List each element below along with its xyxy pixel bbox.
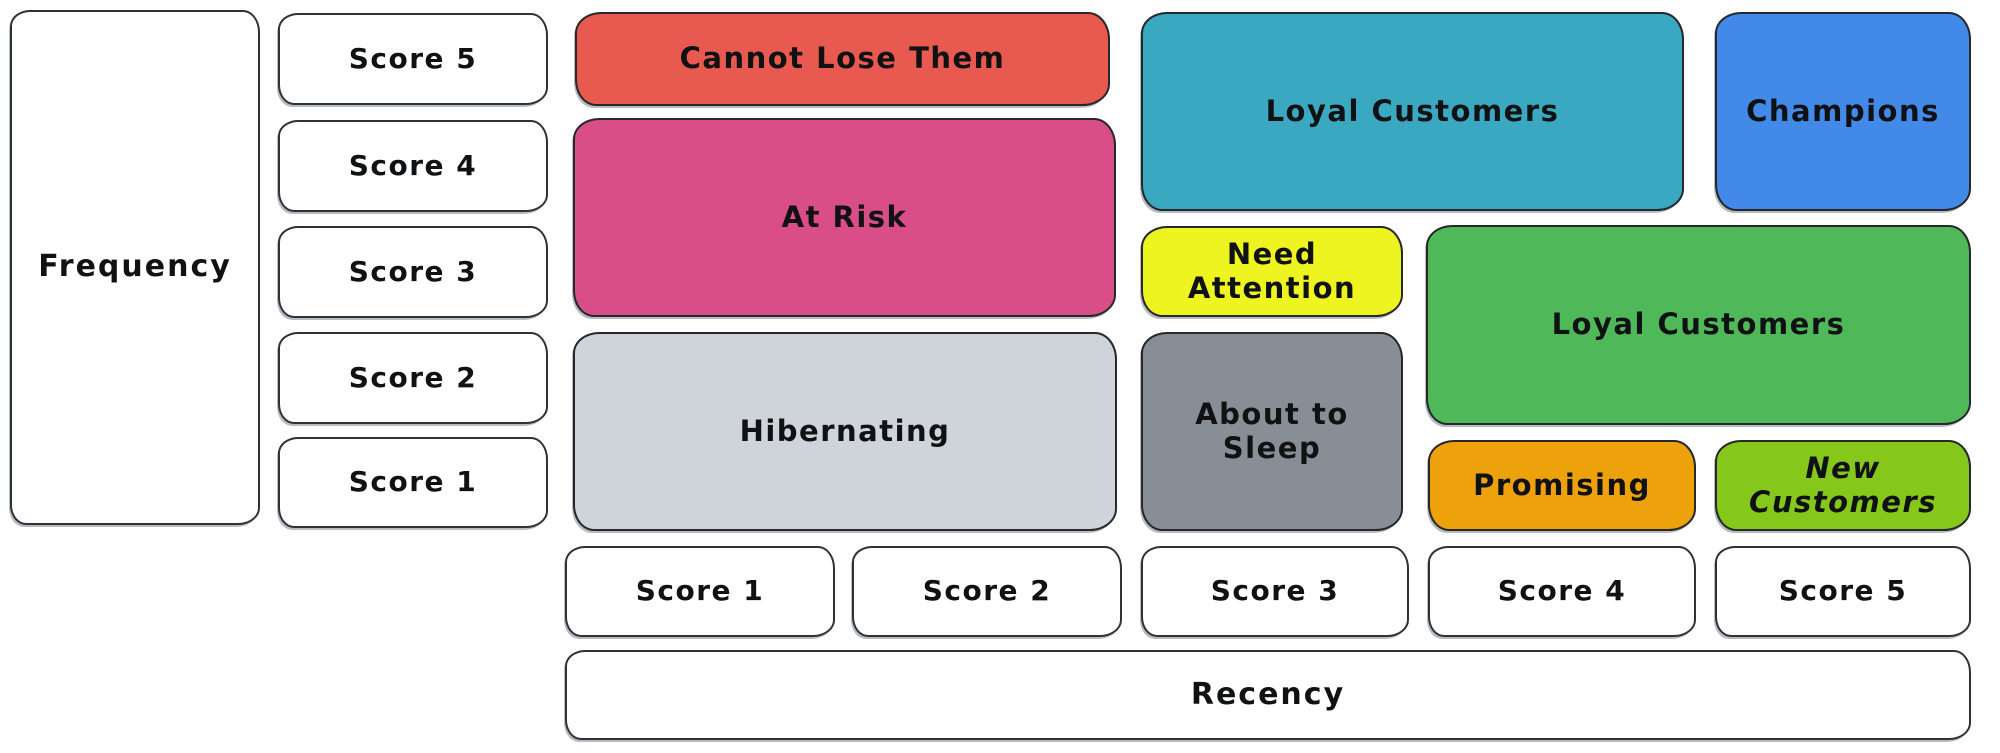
recency-score-1-chip: Score 1 (565, 546, 835, 637)
recency-score-5-label: Score 5 (1778, 574, 1908, 608)
segment-loyal-customers-right-label: Loyal Customers (1551, 307, 1846, 342)
frequency-score-4-chip: Score 4 (278, 120, 548, 212)
segment-champions-label: Champions (1746, 93, 1940, 128)
recency-axis-label-box: Recency (565, 650, 1971, 740)
frequency-score-3-label: Score 3 (348, 254, 478, 288)
recency-score-5-chip: Score 5 (1715, 546, 1971, 637)
segment-promising-label: Promising (1473, 467, 1651, 502)
frequency-axis-label-box: Frequency (10, 10, 260, 525)
frequency-score-4-label: Score 4 (348, 148, 478, 182)
frequency-score-5-chip: Score 5 (278, 13, 548, 105)
segment-loyal-customers-top-label: Loyal Customers (1265, 93, 1560, 128)
segment-cannot-lose-them-label: Cannot Lose Them (679, 41, 1006, 76)
segment-at-risk: At Risk (573, 118, 1116, 317)
segment-about-to-sleep-label: About to Sleep (1195, 397, 1349, 465)
segment-need-attention: Need Attention (1141, 226, 1403, 317)
recency-score-3-label: Score 3 (1210, 574, 1340, 608)
frequency-axis-label: Frequency (38, 249, 232, 285)
frequency-score-1-label: Score 1 (348, 465, 478, 499)
segment-champions: Champions (1715, 12, 1971, 211)
recency-axis-label: Recency (1190, 676, 1346, 712)
segment-new-customers-label: New Customers (1749, 451, 1937, 519)
recency-score-2-chip: Score 2 (852, 546, 1122, 637)
recency-score-4-chip: Score 4 (1428, 546, 1696, 637)
recency-score-3-chip: Score 3 (1141, 546, 1409, 637)
segment-promising: Promising (1428, 440, 1696, 531)
segment-about-to-sleep: About to Sleep (1141, 332, 1403, 531)
recency-score-2-label: Score 2 (922, 574, 1052, 608)
segment-at-risk-label: At Risk (781, 199, 908, 234)
frequency-score-3-chip: Score 3 (278, 226, 548, 318)
frequency-score-1-chip: Score 1 (278, 437, 548, 528)
segment-hibernating-label: Hibernating (739, 413, 951, 448)
segment-loyal-customers-right: Loyal Customers (1426, 225, 1971, 425)
frequency-score-2-chip: Score 2 (278, 332, 548, 424)
recency-score-1-label: Score 1 (635, 574, 765, 608)
segment-need-attention-label: Need Attention (1187, 237, 1357, 305)
segment-new-customers: New Customers (1715, 440, 1971, 531)
frequency-score-5-label: Score 5 (348, 41, 478, 75)
frequency-score-2-label: Score 2 (348, 360, 478, 394)
recency-score-4-label: Score 4 (1497, 574, 1627, 608)
segment-hibernating: Hibernating (573, 332, 1117, 531)
segment-cannot-lose-them: Cannot Lose Them (575, 12, 1110, 106)
segment-loyal-customers-top: Loyal Customers (1141, 12, 1684, 211)
